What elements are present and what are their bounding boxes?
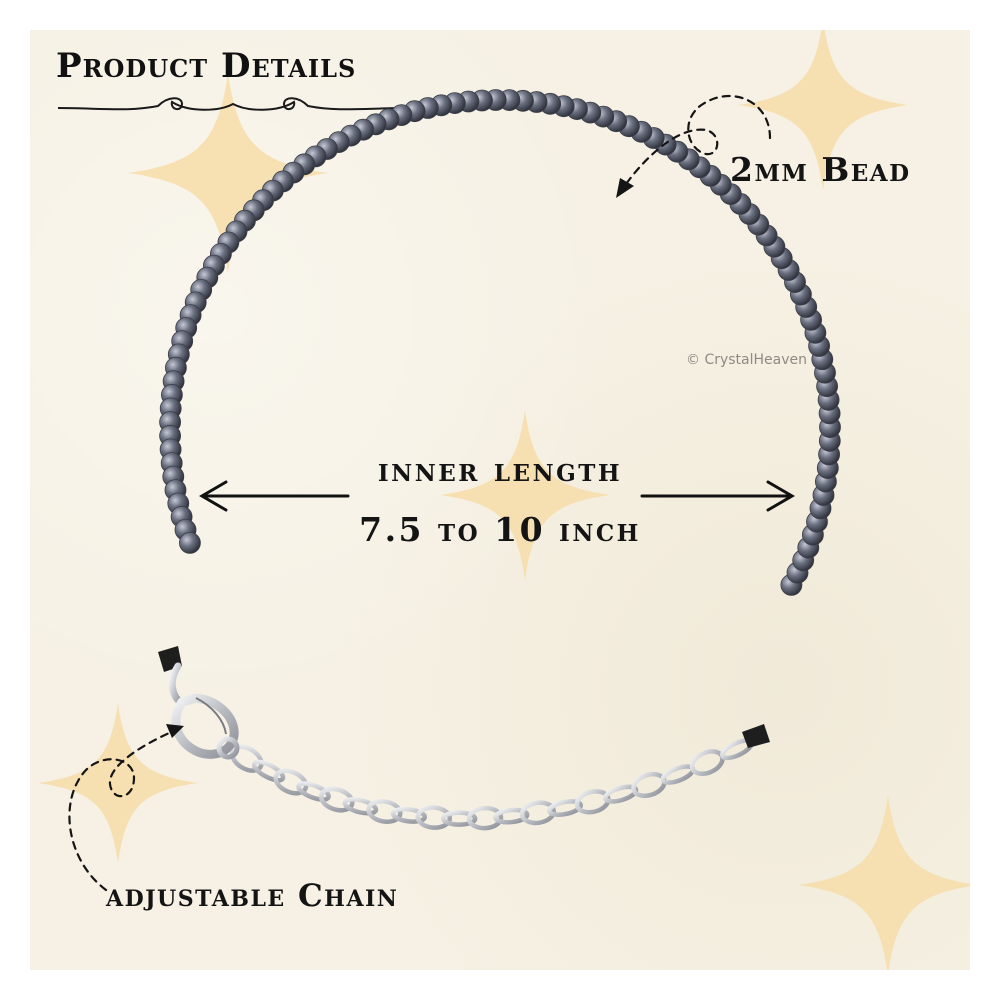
product-details-card: Product Details bbox=[30, 30, 970, 970]
page-title: Product Details bbox=[56, 46, 357, 86]
chain-link bbox=[689, 749, 725, 776]
sparkle-icon bbox=[798, 795, 970, 970]
bead-size-label: 2mm Bead bbox=[730, 150, 911, 189]
chain-link bbox=[390, 806, 428, 824]
chain-link bbox=[466, 805, 504, 831]
adjustable-chain-label: adjustable Chain bbox=[106, 878, 399, 914]
chain-link bbox=[342, 797, 379, 816]
chain-link bbox=[318, 786, 355, 813]
arrow-head bbox=[616, 178, 634, 198]
sparkle-icon bbox=[128, 73, 328, 273]
chain-link bbox=[229, 744, 264, 773]
wavy-divider-icon bbox=[58, 97, 408, 111]
sparkle-icon bbox=[738, 30, 908, 190]
watermark-text: © CrystalHeaven bbox=[686, 352, 808, 368]
chain-link bbox=[273, 768, 309, 796]
chain-link bbox=[547, 799, 583, 817]
double-headed-arrow-icon bbox=[199, 480, 795, 512]
chain-link bbox=[296, 781, 331, 802]
inner-length-label: inner length bbox=[377, 450, 623, 489]
extension-chain bbox=[229, 738, 754, 831]
dashed-curved-arrow-icon bbox=[68, 728, 178, 892]
chain-link bbox=[519, 800, 557, 826]
inner-length-value: 7.5 to 10 inch bbox=[359, 510, 641, 549]
bead bbox=[178, 532, 201, 554]
lobster-clasp bbox=[168, 662, 240, 760]
chain-link bbox=[631, 771, 667, 799]
arrow-head bbox=[166, 724, 184, 738]
chain-link bbox=[493, 807, 530, 825]
chain-link bbox=[251, 759, 286, 783]
dashed-curved-arrow-icon bbox=[624, 95, 772, 186]
bead-strand bbox=[159, 89, 841, 596]
chain-link bbox=[366, 798, 403, 825]
chain-link bbox=[574, 789, 611, 815]
bracelet-illustration bbox=[68, 89, 841, 892]
chain-link bbox=[440, 810, 478, 827]
bead-cap bbox=[742, 724, 770, 748]
sparkle-icon bbox=[38, 703, 198, 863]
sparkle-icon bbox=[440, 410, 610, 580]
chain-link bbox=[415, 805, 453, 830]
